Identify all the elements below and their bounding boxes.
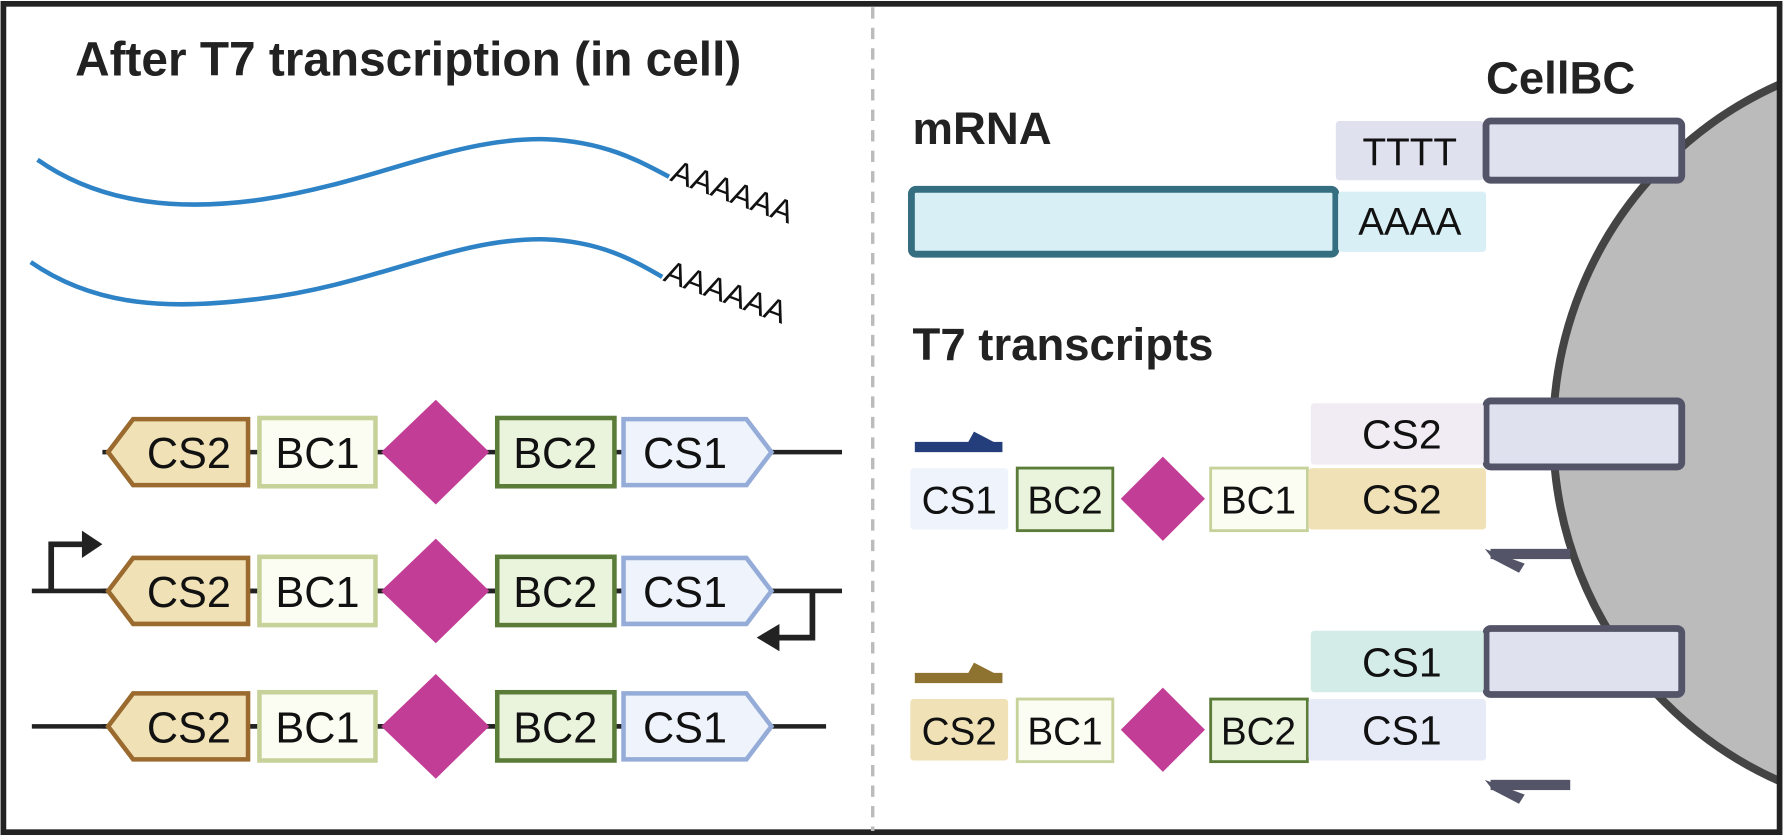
capture-sequence-label: CS2 (1362, 412, 1442, 458)
bc1-element (257, 689, 378, 763)
bc1-label: BC1 (275, 430, 359, 478)
bc1-element (257, 415, 378, 489)
cs2-label: CS2 (147, 569, 231, 617)
bc2-label: BC2 (513, 569, 597, 617)
polya-label: AAAA (1358, 201, 1461, 244)
cellbc-box-1 (1482, 117, 1686, 184)
bc2-element (494, 554, 617, 628)
polya-tail-2: AAAAAA (660, 253, 793, 331)
t7-element-label: BC1 (1027, 711, 1102, 754)
t7-element (1015, 697, 1115, 764)
cs1-element (621, 691, 775, 762)
t7-element-label: CS2 (922, 711, 997, 754)
linker-diamond-icon (1120, 456, 1205, 541)
bc1-label: BC1 (275, 569, 359, 617)
construct-row: CS2 BC1 BC2 CS1 (102, 399, 843, 505)
cs1-element (621, 416, 775, 488)
bc2-element (494, 415, 617, 489)
forward-primer-icon (914, 431, 1003, 453)
t7-element (1209, 697, 1309, 764)
capture-sequence (1310, 403, 1484, 465)
linker-diamond-icon (381, 538, 490, 644)
promoter-forward-icon (48, 530, 103, 591)
cs2-element (105, 416, 251, 488)
mrna-transcript-2: AAAAAA (29, 237, 793, 331)
promoter-reverse-icon (756, 590, 816, 652)
capture-sequence-label: CS1 (1362, 639, 1442, 685)
cs2-element (105, 555, 251, 627)
t7-element-label: BC2 (1027, 480, 1102, 523)
construct-row: CS2 BC1 BC2 CS1 (31, 674, 827, 779)
polyt-segment (1335, 121, 1484, 181)
capture-sequence (1310, 630, 1484, 693)
cs2-label: CS2 (147, 704, 231, 752)
cs2-element (105, 691, 251, 762)
cs1-label: CS1 (643, 569, 727, 617)
linker-diamond-icon (381, 399, 490, 505)
t7-element (1209, 466, 1309, 533)
linker-diamond-icon (381, 674, 490, 779)
bc2-label: BC2 (513, 430, 597, 478)
polyt-label: TTTT (1363, 131, 1458, 174)
t7-element (1015, 466, 1115, 533)
bc2-label: BC2 (513, 704, 597, 752)
t7-element (1308, 699, 1487, 761)
polya-tail-1: AAAAAA (667, 153, 800, 231)
t7-element (1308, 468, 1487, 530)
t7-element-label: BC1 (1221, 480, 1296, 523)
linker-diamond-icon (1120, 687, 1205, 772)
t7-transcripts-title: T7 transcripts (913, 319, 1214, 370)
construct-row: CS2 BC1 BC2 CS1 (31, 538, 843, 644)
t7-element (910, 468, 1009, 530)
cellbc-label: CellBC (1486, 53, 1635, 104)
bc1-label: BC1 (275, 704, 359, 752)
mrna-transcript-1: AAAAAA (36, 136, 800, 231)
reverse-primer-icon (1484, 548, 1571, 573)
t7-element-label: CS1 (1362, 708, 1442, 754)
reverse-primer-icon (1484, 779, 1571, 804)
t7-element (910, 699, 1009, 761)
mrna-title: mRNA (913, 103, 1052, 154)
t7-element-label: BC2 (1221, 711, 1296, 754)
bc1-element (257, 554, 378, 628)
cs1-label: CS1 (643, 704, 727, 752)
cs2-label: CS2 (147, 430, 231, 478)
cellbc-box-3 (1482, 625, 1686, 698)
cellbc-box-2 (1482, 397, 1686, 471)
cs1-element (621, 555, 775, 627)
t7-element-label: CS1 (922, 480, 997, 523)
left-panel-title: After T7 transcription (in cell) (75, 34, 741, 87)
cs1-label: CS1 (643, 430, 727, 478)
bc2-element (494, 689, 617, 763)
t7-element-label: CS2 (1362, 477, 1442, 523)
polya-segment (1338, 191, 1487, 252)
forward-primer-icon (914, 662, 1003, 684)
mrna-body-box (907, 185, 1340, 258)
